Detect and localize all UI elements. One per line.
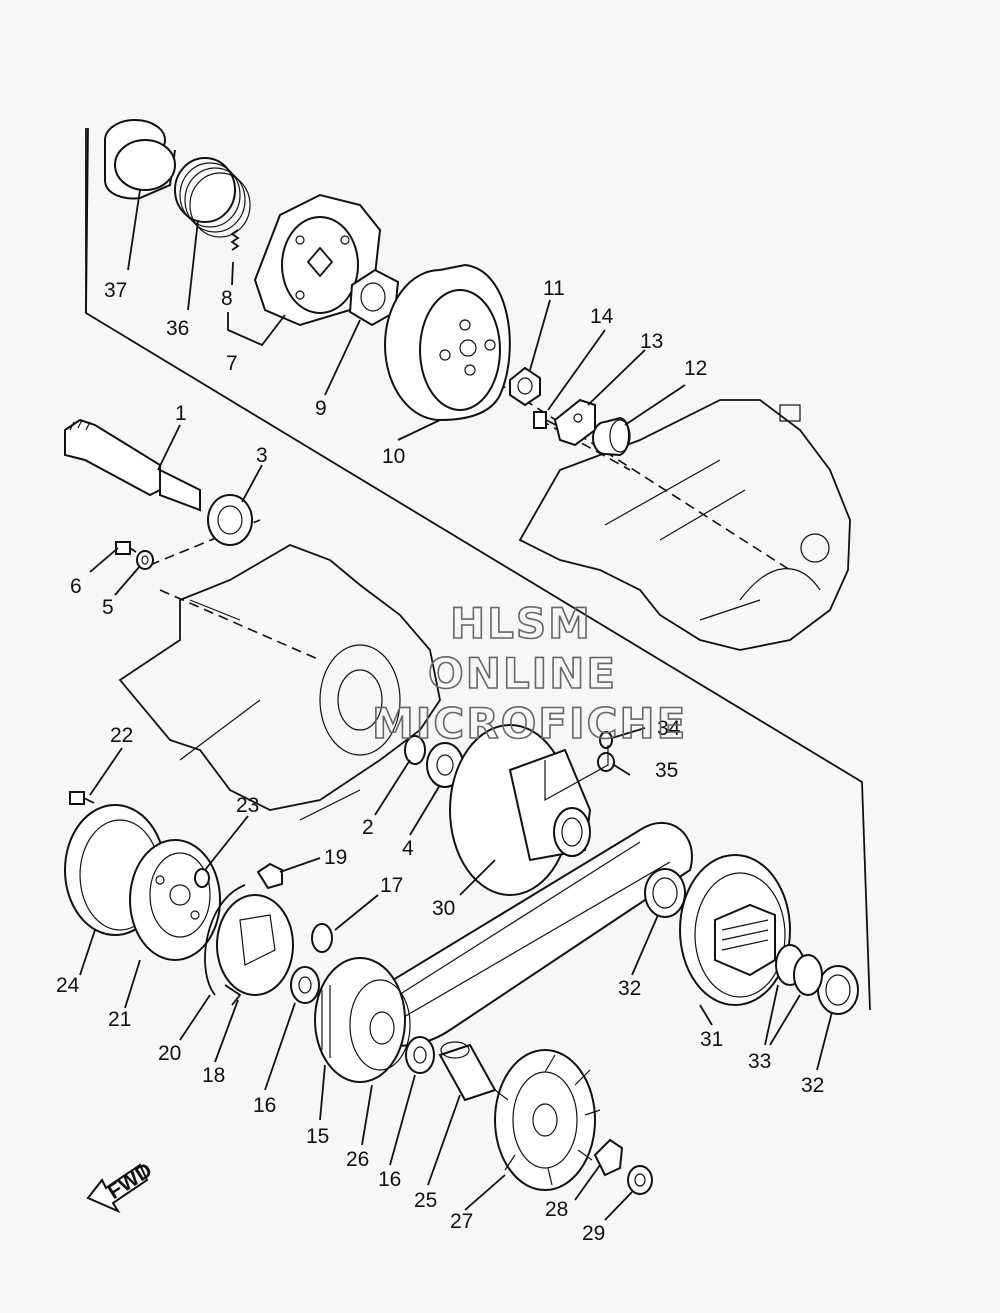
- callout-24: 24: [56, 974, 80, 997]
- part-36-spring: [174, 157, 251, 238]
- watermark-line1: HLSM: [450, 599, 592, 648]
- part-30-sheave: [449, 724, 592, 896]
- callout-5: 5: [102, 596, 114, 619]
- frame-lines: [85, 127, 871, 1011]
- part-2-circlip: [404, 735, 426, 765]
- callout-26: 26: [346, 1148, 369, 1171]
- part-33-washers: [775, 944, 823, 996]
- part-17-roller: [311, 923, 333, 953]
- callout-11: 11: [543, 277, 565, 300]
- callout-34: 34: [657, 717, 681, 740]
- callout-18: 18: [202, 1064, 225, 1087]
- part-11-nut: [509, 366, 541, 407]
- part-6-bolt: [115, 541, 137, 555]
- callout-29: 29: [582, 1222, 605, 1245]
- part-3-bearing: [207, 494, 253, 546]
- callout-4: 4: [402, 837, 414, 860]
- part-35-cap: [597, 752, 615, 772]
- part-13-bracket: [553, 398, 596, 447]
- callout-19: 19: [324, 846, 347, 869]
- callout-32-upper: 32: [618, 977, 641, 1000]
- callout-17: 17: [380, 874, 403, 897]
- part-5-washer: [136, 550, 154, 570]
- callout-30: 30: [432, 897, 455, 920]
- part-34-pin: [599, 731, 613, 749]
- callout-27: 27: [450, 1210, 473, 1233]
- part-32-seal-lower: [817, 965, 859, 1015]
- part-19-clip: [256, 862, 283, 890]
- watermark-line2: ONLINE: [428, 649, 617, 698]
- callout-14: 14: [590, 305, 614, 328]
- fwd-arrow-icon: FWD: [86, 1159, 157, 1214]
- part-22-bolt: [69, 791, 95, 805]
- callout-20: 20: [158, 1042, 181, 1065]
- part-28-washer: [593, 1138, 624, 1177]
- callout-15: 15: [306, 1125, 329, 1148]
- part-32-seal-upper: [644, 868, 686, 918]
- callout-28: 28: [545, 1198, 568, 1221]
- callouts: 37 36 8 7 9 10 11 14 13 12 1 3 6 5 22 23…: [56, 277, 824, 1245]
- part-1-shaft: [64, 418, 201, 512]
- callout-16-lower: 16: [378, 1168, 401, 1191]
- callout-1: 1: [175, 402, 187, 425]
- engine-case: [118, 544, 441, 821]
- part-16-collar-upper: [290, 966, 320, 1004]
- callout-22: 22: [110, 724, 133, 747]
- callout-10: 10: [382, 445, 405, 468]
- callout-7: 7: [226, 352, 238, 375]
- callout-33: 33: [748, 1050, 771, 1073]
- part-27-fan-sheave: [494, 1049, 601, 1191]
- part-29-nut: [627, 1165, 653, 1195]
- callout-6: 6: [70, 575, 82, 598]
- callout-2: 2: [362, 816, 374, 839]
- part-26-movable-sheave: [314, 957, 411, 1083]
- callout-35: 35: [655, 759, 678, 782]
- part-31-sheave: [679, 854, 791, 1006]
- callout-12: 12: [684, 357, 707, 380]
- callout-32-lower: 32: [801, 1074, 824, 1097]
- callout-8: 8: [221, 287, 233, 310]
- part-10-clutch-housing: [384, 263, 511, 421]
- callout-25: 25: [414, 1189, 437, 1212]
- part-18-ramp-plate: [216, 894, 294, 1006]
- part-37-sleeve: [104, 119, 176, 200]
- leader-lines: [79, 189, 833, 1221]
- part-23-cap: [194, 868, 210, 888]
- watermark-line3: MICROFICHE: [372, 699, 687, 748]
- fwd-label: FWD: [104, 1159, 157, 1204]
- callout-23: 23: [236, 794, 259, 817]
- callout-16-upper: 16: [253, 1094, 276, 1117]
- crankcase-cover: [518, 399, 851, 651]
- part-15-weights: [321, 985, 331, 1058]
- callout-37: 37: [104, 279, 127, 302]
- watermark: HLSM ONLINE MICROFICHE: [371, 598, 687, 749]
- part-8-spring: [230, 229, 240, 251]
- callout-13: 13: [640, 330, 663, 353]
- callout-31: 31: [700, 1028, 723, 1051]
- part-14-bolt: [533, 411, 557, 429]
- callout-3: 3: [256, 444, 268, 467]
- part-7-clutch-carrier: [253, 193, 382, 327]
- part-25-collar: [438, 1041, 497, 1102]
- callout-9: 9: [315, 397, 327, 420]
- callout-36: 36: [166, 317, 189, 340]
- part-16-collar-lower: [405, 1036, 435, 1074]
- part-12-bearing: [592, 416, 631, 457]
- callout-21: 21: [108, 1008, 131, 1031]
- part-20-ring: [204, 884, 246, 996]
